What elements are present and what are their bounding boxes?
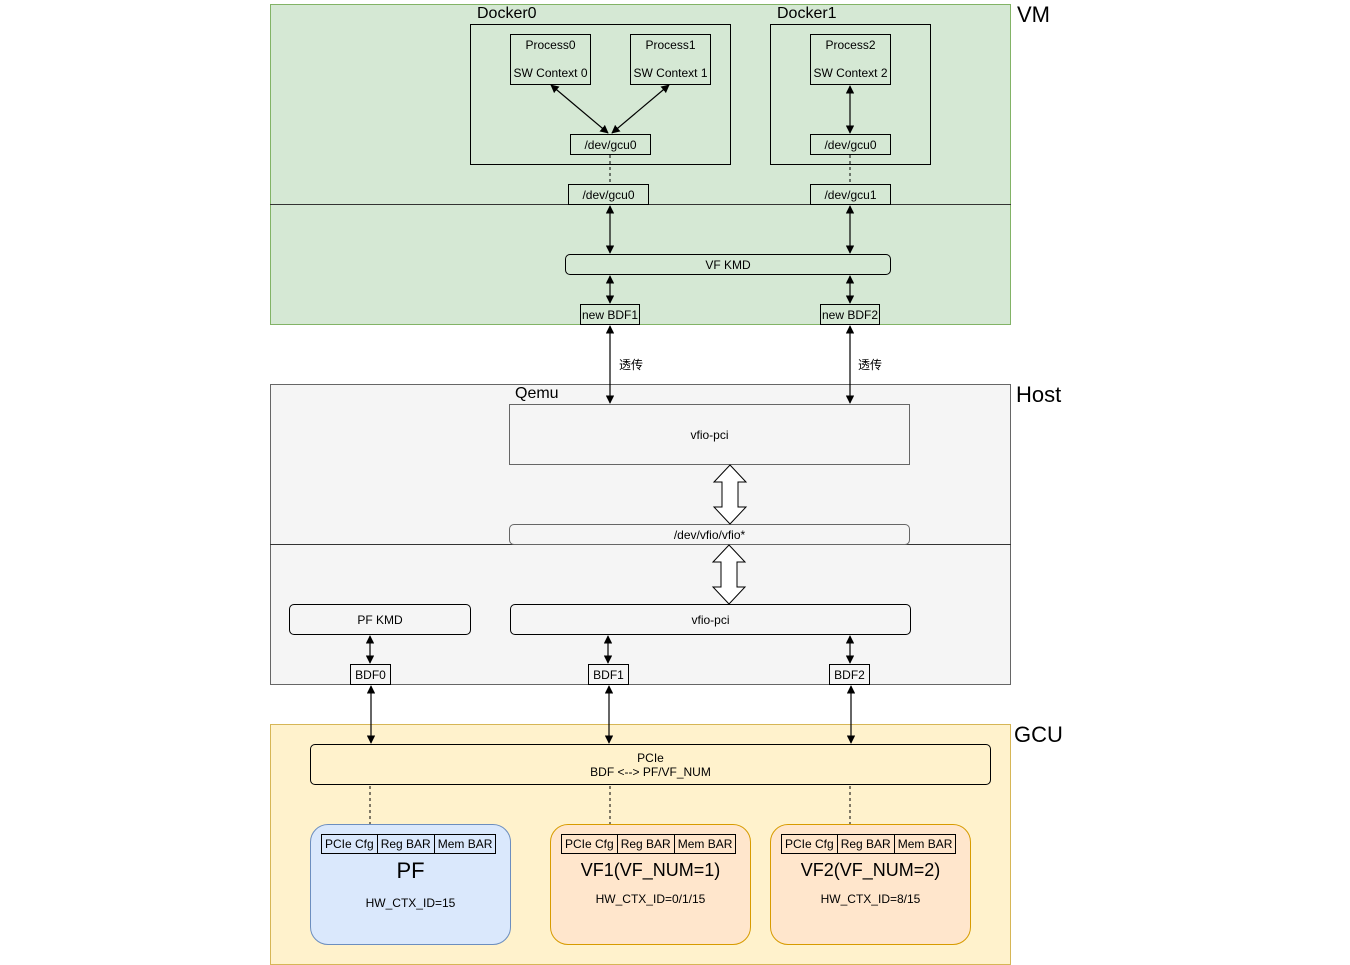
- process0-box: Process0 SW Context 0: [510, 34, 591, 85]
- passthrough-label-2: 透传: [858, 358, 883, 372]
- docker0-dev-gcu0: /dev/gcu0: [570, 134, 651, 155]
- vf2-bar-table: PCIe Cfg Reg BAR Mem BAR: [781, 834, 957, 854]
- dev-vfio-box: /dev/vfio/vfio*: [509, 524, 910, 545]
- vf1-bar-table: PCIe Cfg Reg BAR Mem BAR: [561, 834, 737, 854]
- vf2-title: VF2(VF_NUM=2): [800, 860, 941, 880]
- arrow-process0-devgcu0: [550, 84, 609, 134]
- process1-name: Process1: [645, 38, 696, 52]
- vm-region-label: VM: [1017, 2, 1050, 27]
- vm-dev-gcu0: /dev/gcu0: [568, 184, 649, 205]
- pf-mem-bar: Mem BAR: [437, 837, 493, 851]
- process0-name: Process0: [525, 38, 576, 52]
- bdf0-box: BDF0: [350, 664, 391, 685]
- vf2-function-box: PCIe Cfg Reg BAR Mem BAR VF2(VF_NUM=2) H…: [770, 824, 971, 945]
- bdf1-box: BDF1: [588, 664, 629, 685]
- pf-hw-ctx: HW_CTX_ID=15: [365, 896, 456, 910]
- passthrough-label-1: 透传: [619, 358, 644, 372]
- docker1-label: Docker1: [777, 5, 837, 22]
- pcie-line1: PCIe: [637, 750, 664, 765]
- docker1-container: [770, 24, 931, 165]
- hollow-arrow-vfio-kernel: [711, 544, 747, 605]
- qemu-label: Qemu: [515, 385, 559, 402]
- pf-bar-table: PCIe Cfg Reg BAR Mem BAR: [321, 834, 497, 854]
- vfio-pci-kernel-box: vfio-pci: [510, 604, 911, 635]
- gcu-region-label: GCU: [1014, 722, 1063, 747]
- pf-function-box: PCIe Cfg Reg BAR Mem BAR PF HW_CTX_ID=15: [310, 824, 511, 945]
- docker0-label: Docker0: [477, 5, 537, 22]
- pf-reg-bar: Reg BAR: [378, 835, 435, 853]
- process1-context: SW Context 1: [633, 66, 708, 80]
- host-region-label: Host: [1016, 382, 1062, 407]
- vm-dev-gcu1: /dev/gcu1: [810, 184, 891, 205]
- process2-context: SW Context 2: [813, 66, 888, 80]
- vf2-reg-bar: Reg BAR: [838, 835, 895, 853]
- pf-kmd-box: PF KMD: [289, 604, 471, 635]
- process2-name: Process2: [825, 38, 876, 52]
- vfio-pci-qemu-box: vfio-pci: [509, 404, 910, 465]
- vf1-title: VF1(VF_NUM=1): [580, 860, 721, 880]
- new-bdf2-box: new BDF2: [820, 304, 880, 325]
- vf1-function-box: PCIe Cfg Reg BAR Mem BAR VF1(VF_NUM=1) H…: [550, 824, 751, 945]
- arrow-process1-devgcu0: [611, 84, 670, 134]
- hollow-arrow-qemu-vfio: [712, 464, 748, 525]
- vf1-reg-bar: Reg BAR: [618, 835, 675, 853]
- vf2-mem-bar: Mem BAR: [897, 837, 953, 851]
- new-bdf1-box: new BDF1: [580, 304, 640, 325]
- docker0-container: [470, 24, 731, 165]
- pf-pcie-cfg: PCIe Cfg: [322, 835, 378, 853]
- process0-context: SW Context 0: [513, 66, 588, 80]
- pcie-line2: BDF <--> PF/VF_NUM: [590, 764, 711, 779]
- pcie-box: PCIe BDF <--> PF/VF_NUM: [310, 744, 991, 785]
- process1-box: Process1 SW Context 1: [630, 34, 711, 85]
- vf-kmd-box: VF KMD: [565, 254, 891, 275]
- process2-box: Process2 SW Context 2: [810, 34, 891, 85]
- vf1-pcie-cfg: PCIe Cfg: [562, 835, 618, 853]
- vf2-pcie-cfg: PCIe Cfg: [782, 835, 838, 853]
- vf2-hw-ctx: HW_CTX_ID=8/15: [820, 892, 921, 906]
- vf1-hw-ctx: HW_CTX_ID=0/1/15: [595, 892, 706, 906]
- bdf2-box: BDF2: [829, 664, 870, 685]
- vf1-mem-bar: Mem BAR: [677, 837, 733, 851]
- pf-title: PF: [396, 858, 425, 883]
- docker1-dev-gcu0: /dev/gcu0: [810, 134, 891, 155]
